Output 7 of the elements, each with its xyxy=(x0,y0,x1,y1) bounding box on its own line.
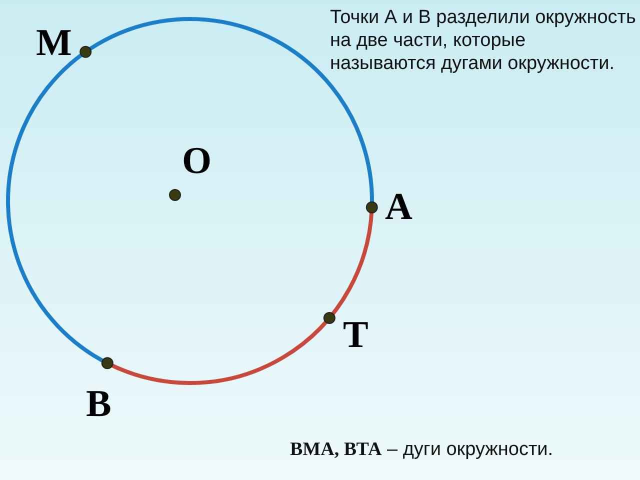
point-label: M xyxy=(36,24,72,62)
description-text: Точки А и В разделили окружность на две части, которые называются дугами окружности. xyxy=(330,6,636,75)
point-label: T xyxy=(343,316,368,354)
point-label: B xyxy=(86,385,112,423)
point-label: A xyxy=(385,188,412,226)
note-text: ВМА, ВТА – дуги окружности. xyxy=(290,438,554,461)
point-label: O xyxy=(182,142,212,180)
